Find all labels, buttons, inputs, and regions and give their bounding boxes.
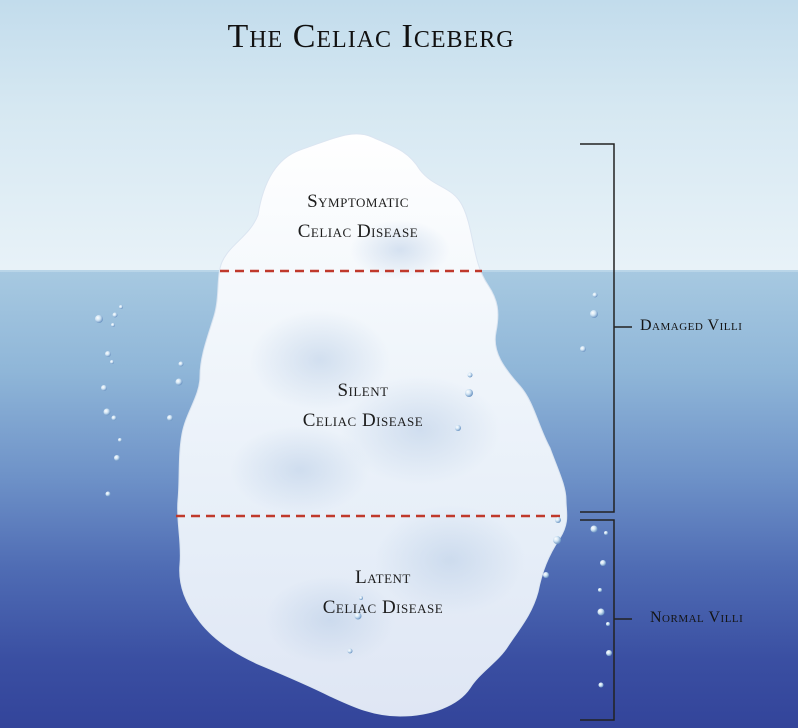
bubble [111, 323, 115, 327]
zone-label-line: Celiac Disease [243, 217, 473, 247]
bubble [555, 517, 561, 523]
bubble [580, 346, 586, 352]
normal-villi-bracket [580, 520, 614, 720]
bubble [543, 572, 549, 578]
bubble [106, 492, 111, 497]
damaged-villi-label: Damaged Villi [640, 317, 742, 335]
zone-label-line: Celiac Disease [268, 593, 498, 623]
zone-label-symptomatic: Symptomatic Celiac Disease [243, 187, 473, 247]
ice-shade [230, 425, 370, 515]
bubble [598, 609, 605, 616]
normal-villi-label: Normal Villi [650, 609, 743, 627]
bubble [113, 313, 118, 318]
zone-label-latent: Latent Celiac Disease [268, 563, 498, 623]
bubble [590, 310, 598, 318]
bubble [599, 683, 604, 688]
bubble [118, 438, 122, 442]
zone-label-line: Symptomatic [243, 187, 473, 217]
bubble [176, 379, 183, 386]
zone-label-line: Silent [248, 376, 478, 406]
zone-label-line: Celiac Disease [248, 406, 478, 436]
bubble [179, 362, 184, 367]
page-title: The Celiac Iceberg [0, 18, 742, 56]
bubble [104, 409, 111, 416]
bubble [600, 560, 606, 566]
damaged-villi-bracket [580, 144, 614, 512]
bubble [95, 315, 103, 323]
bubble [593, 293, 598, 298]
bubble [110, 360, 114, 364]
bubble [348, 649, 353, 654]
zone-label-line: Latent [268, 563, 498, 593]
zone-label-silent: Silent Celiac Disease [248, 376, 478, 436]
bubble [606, 622, 610, 626]
bubble [105, 351, 111, 357]
bubble [101, 385, 107, 391]
bubble [591, 526, 598, 533]
bubble [112, 416, 117, 421]
bubble [604, 531, 608, 535]
bubble [606, 650, 612, 656]
bubble [119, 305, 123, 309]
bubble [553, 536, 561, 544]
bubble [114, 455, 120, 461]
bubble [598, 588, 602, 592]
bubble [167, 415, 173, 421]
